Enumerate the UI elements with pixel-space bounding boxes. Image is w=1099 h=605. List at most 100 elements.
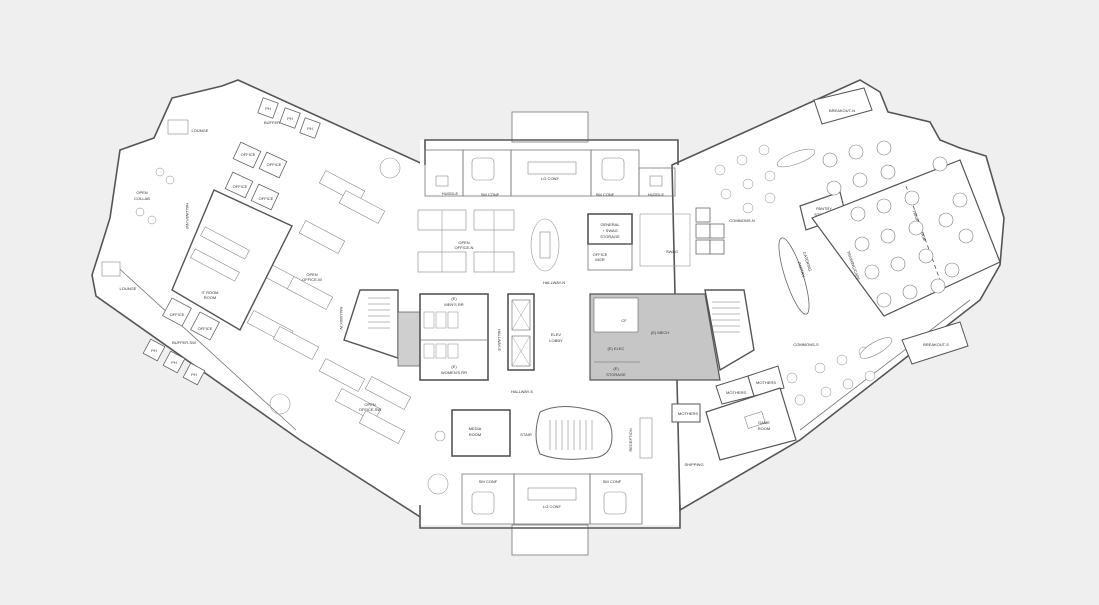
office-mgr-label-2: MGR [595, 257, 604, 262]
e-storage-label-1: (E) [613, 366, 619, 371]
sm-conf-s2-label: SM CONF [603, 479, 622, 484]
ph-label: PH [307, 126, 313, 131]
general-storage-label-2: + SWAG [602, 228, 618, 233]
lounge-nw-label: LOUNGE [192, 128, 209, 133]
e-storage-label-2: STORAGE [606, 372, 626, 377]
north-rooms: HUDDLE SM CONF LG CONF SM CONF HUDDLE [424, 149, 676, 197]
breakout-n-label: BREAKOUT-N [829, 108, 855, 113]
plant [427, 473, 449, 495]
cf-label: CF [621, 318, 627, 323]
inner-outline-east [799, 299, 971, 431]
elevator-bank [507, 293, 535, 371]
hallway-nw-label: HALLWAY-NW [185, 203, 190, 229]
inner-outline-west [111, 261, 297, 431]
womens-rr-label-2: WOMEN'S RR [441, 370, 467, 375]
game-table [744, 411, 766, 429]
game-room-label-2: ROOM [758, 426, 770, 431]
it-room-label-1: IT ROOM [201, 290, 218, 295]
open-office-n-label-1: OPEN [458, 240, 469, 245]
huddle-n-label: HUDDLE [442, 191, 459, 196]
huddle-ne-room [638, 167, 676, 197]
open-office-s-label-1: OPEN [364, 402, 375, 407]
sm-conf-s2-room [589, 473, 643, 525]
huddle-n-table [435, 175, 449, 187]
commons-n-table [776, 148, 816, 168]
core-south-wall [419, 505, 681, 529]
mothers-label-1: MOTHERS [726, 390, 746, 395]
it-rack [200, 226, 250, 260]
mens-rr-label-2: MEN'S RR [444, 302, 463, 307]
mothers-label-2: MOTHERS [756, 380, 776, 385]
mens-rr-label-1: (E) [451, 296, 457, 301]
ph-label: PH [151, 348, 157, 353]
shaft-west [397, 311, 421, 367]
catering-label-1: CATERING [802, 251, 813, 272]
north-entry [511, 111, 589, 143]
lounge-sofa [167, 119, 189, 135]
breakout-s-label: BREAKOUT-S [923, 342, 949, 347]
it-room [171, 189, 293, 331]
collab-zone [530, 218, 560, 272]
open-office-w-label-2: OFFICE-W [302, 277, 322, 282]
office-label: OFFICE [170, 312, 185, 317]
collab-table [539, 231, 551, 259]
reception-desk [639, 417, 653, 459]
e-elec-label: (E) ELEC [608, 346, 625, 351]
lounge-sofa [101, 261, 121, 277]
ph-label: PH [287, 116, 293, 121]
commons-n-label: COMMONS-N [729, 218, 755, 223]
mothers-room-3 [671, 403, 701, 423]
sm-conf-n2-label: SM CONF [596, 192, 615, 197]
ph-label: PH [171, 360, 177, 365]
stair-main-label: STAIR [520, 432, 532, 437]
media-room-label-2: ROOM [469, 432, 481, 437]
office-label: OFFICE [233, 184, 248, 189]
sm-conf-s2-table [603, 491, 627, 515]
lounge-w-label: LOUNGE [120, 286, 137, 291]
office-mgr-label-1: OFFICE [593, 252, 608, 257]
huddle-ne-label: HUDDLE [648, 192, 665, 197]
shipping-label: SHIPPING [684, 462, 703, 467]
sm-conf-s1-label: SM CONF [479, 479, 498, 484]
storage-block: GENERAL + SWAG STORAGE OFFICE MGR SWAG H… [543, 213, 691, 285]
lg-conf-n-label: LG CONF [541, 176, 559, 181]
sm-conf-n2-table [601, 157, 625, 181]
catering-label-2: PANTRY [797, 261, 807, 278]
planter-east [778, 237, 810, 315]
mothers-room-2 [747, 365, 785, 397]
lg-conf-s-table [527, 487, 577, 501]
media-room-label-1: MEDIA [469, 426, 482, 431]
sm-conf-s1-table [471, 491, 495, 515]
east-wing: COMMONS-N COMMONS-S CATERING PANTRY PANT… [671, 87, 1001, 467]
office-mgr-room [587, 243, 633, 271]
core-floor [420, 140, 680, 525]
office-label: OFFICE [267, 162, 282, 167]
lg-conf-s-label: LG CONF [543, 504, 561, 509]
huddle-ne-table [649, 175, 663, 187]
south-area: MEDIA ROOM STAIR RECEPTION SM CONF LG CO… [451, 406, 653, 525]
hallway-e-label: HALLWAY-E [497, 329, 502, 351]
swag-area [639, 213, 691, 267]
breakout-s-room [901, 321, 969, 365]
pantry-label-1: PANTRY [816, 206, 832, 211]
lg-conf-n-table [527, 161, 577, 175]
cf-room [593, 297, 639, 333]
restroom-block [419, 293, 489, 381]
plant [434, 430, 446, 442]
open-collab-label-1: OPEN [136, 190, 147, 195]
office-label: OFFICE [259, 196, 274, 201]
buffer-sw-label: BUFFER-SW [172, 340, 196, 345]
media-room [451, 409, 511, 457]
ph-label: PH [265, 106, 271, 111]
open-office-n: OPEN OFFICE-N [417, 209, 560, 273]
hallway-n-label: HALLWAY-N [543, 280, 565, 285]
west-wing: OPEN OFFICE-SW HALLWAY-W OPEN OFFICE-W I… [101, 97, 449, 495]
core-services: (E) MEN'S RR (E) WOMEN'S RR HALLWAY-E EL… [343, 289, 755, 394]
ph-label: PH [191, 372, 197, 377]
womens-rr-label-1: (E) [451, 364, 457, 369]
game-room-label-1: GAME [758, 420, 770, 425]
open-office-n-label-2: OFFICE-N [455, 245, 474, 250]
sm-conf-n1-label: SM CONF [481, 192, 500, 197]
reception-label: RECEPTION [628, 428, 633, 451]
